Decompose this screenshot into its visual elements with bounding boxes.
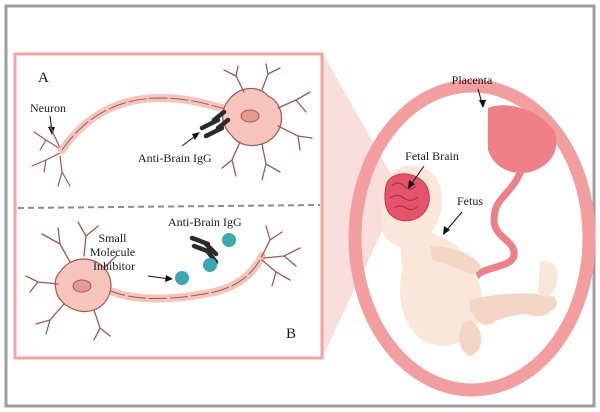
umbilical-cord [472,164,526,280]
inhibitor-arrowhead [165,275,173,282]
fetal-brain-arrowhead [408,180,415,189]
fetus-foot [524,299,553,317]
inhibitor-label-line-3: Inhibitor [93,259,135,273]
panel-a-letter: A [38,70,49,86]
inhibitor-label: Small Molecule Inhibitor [90,231,138,273]
neuron-b-nucleus [72,279,92,293]
inhibitor-bound-2 [203,258,217,272]
panel-b-letter: B [286,326,296,342]
fetal-brain-shape [384,173,430,222]
panel-a: A Neuron Anti-Brain IgG [30,63,313,187]
neuron-b-axon-outline [107,255,263,299]
panel-divider [17,204,321,209]
fetal-brain [384,173,430,222]
inhibitor-label-line-1: Small [98,231,127,245]
uterus-wall [348,79,596,397]
placenta [488,105,557,174]
antibody-a [199,109,231,139]
antibody-b-label: Anti-Brain IgG [168,215,242,229]
fetus-lower-leg [538,261,558,297]
antibody-b [189,235,219,265]
fetal-brain-label: Fetal Brain [405,149,459,163]
panel-b: B Anti-Brain IgG Small Molecule Inhibito… [25,215,301,342]
pregnancy-illustration: Placenta Fetal Brain Fetus [348,73,596,397]
fetus-arrowhead [443,226,450,235]
antibody-a-arrowhead [192,132,200,140]
neuron-b-dendrites [25,221,301,341]
neuron-a-nucleus [240,109,260,123]
neuron-a-axon-outline [61,97,233,151]
inhibitor-label-line-2: Molecule [90,245,135,259]
neuron-label: Neuron [30,101,66,115]
neuron-a-dendrites-left [31,125,71,187]
placenta-arrowhead [479,100,486,108]
inhibitor-free [175,271,189,285]
inhibitor-bound-1 [222,233,236,247]
brain-gyri [389,182,419,211]
placenta-label: Placenta [452,73,493,87]
fetus-arm [430,246,481,274]
neuron-a-dendrites-right [221,63,313,181]
fetus-lower-foot [459,320,482,356]
neuron-arrowhead [48,127,55,135]
antibody-a-label: Anti-Brain IgG [138,151,212,165]
fetus-label: Fetus [457,194,483,208]
